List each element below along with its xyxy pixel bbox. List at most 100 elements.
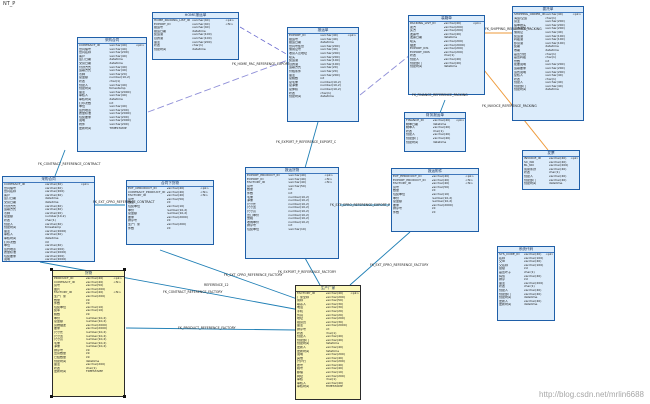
column-name: 总金额 xyxy=(54,320,64,324)
selection-handle-tr[interactable] xyxy=(123,268,126,271)
column-type: varchar(40) xyxy=(288,181,306,185)
column-name: 出口单价 xyxy=(247,213,260,217)
column-type: datetime xyxy=(443,36,458,40)
column-name: 状态 xyxy=(406,129,413,133)
column-key xyxy=(113,370,123,374)
column-name: 备注 xyxy=(54,363,61,367)
column-type: varchar(100) xyxy=(320,59,340,63)
column-type: varchar(40) xyxy=(523,274,542,278)
column-name: FACTORY_ID xyxy=(247,181,266,185)
column-type: varchar(200) xyxy=(545,66,565,70)
rel-line-contract-home[interactable] xyxy=(147,59,289,113)
column-name: 审核时间 xyxy=(4,236,17,240)
column-type: varchar(40) xyxy=(545,81,563,85)
table-title: 财务报运单 xyxy=(405,113,465,119)
column-name: 总体积 xyxy=(289,87,299,91)
column-type: datetime xyxy=(44,200,59,204)
column-type: int xyxy=(320,77,325,81)
column-type: varchar(40) xyxy=(109,54,127,58)
rel-line-contract-contract[interactable] xyxy=(54,149,66,177)
corner-label: NT_P xyxy=(3,1,16,7)
column-key xyxy=(545,303,553,307)
column-type: varchar(40) xyxy=(109,94,127,98)
column-type: varchar(40) xyxy=(545,30,563,34)
selection-handle-tl[interactable] xyxy=(50,268,53,271)
column-key: <pk> xyxy=(350,292,359,295)
column-type: datetime xyxy=(192,47,206,51)
rel-line-eproext-factory[interactable] xyxy=(349,231,411,286)
rel-line-eproduct-export[interactable] xyxy=(304,121,319,169)
column-name: 更新人 xyxy=(297,345,307,349)
column-type: number(10,2) xyxy=(85,334,107,338)
selection-handle-bl[interactable] xyxy=(50,395,53,398)
column-name: 更新人 xyxy=(499,299,509,303)
rel-line-home-export[interactable] xyxy=(239,26,289,56)
column-type: int xyxy=(523,278,528,282)
table-invoice[interactable]: 发票INVOICE_IDvarchar(40)<pk>SC_NOvarchar(… xyxy=(522,150,580,190)
column-type: varchar(200) xyxy=(545,70,565,74)
column-type: varchar(200) xyxy=(320,55,340,59)
relationship-label: FK_INVOICE_REFERENCE_PACKING xyxy=(482,104,537,108)
table-sys-code[interactable]: 系统代码SYS_CODE_IDvarchar(40)<pk>名称varchar(… xyxy=(497,246,555,321)
column-type: varchar(40) xyxy=(166,187,185,190)
column-name: 已结数量 xyxy=(54,356,67,360)
column-type: number(10,2) xyxy=(288,195,310,199)
column-type: varchar(200) xyxy=(443,47,464,51)
column-name: 付款方式 xyxy=(79,65,92,69)
rel-line-product-factory[interactable] xyxy=(125,327,297,331)
column-key: <pk> xyxy=(113,277,123,280)
column-type: int xyxy=(85,312,90,316)
table-title: 采购合同 xyxy=(78,38,146,44)
table-title: 发票 xyxy=(523,151,579,157)
column-type: varchar(200) xyxy=(109,115,129,119)
rel-line-export-packing[interactable] xyxy=(359,54,411,96)
rel-line-cproduct-factory[interactable] xyxy=(159,249,301,301)
column-type: datetime xyxy=(443,65,458,69)
column-type: int xyxy=(85,302,90,306)
column-name: 审核人 xyxy=(79,94,89,98)
column-name: 尺寸宽 xyxy=(54,334,64,338)
column-name: 审核人 xyxy=(4,233,14,237)
column-type: varchar(40) xyxy=(44,233,63,237)
column-name: 创建部门 xyxy=(410,61,423,65)
selection-handle-br[interactable] xyxy=(123,395,126,398)
column-type: number(10,2) xyxy=(288,220,310,224)
rel-line-eproduct-factory[interactable] xyxy=(304,257,321,286)
column-name: 更新时间 xyxy=(79,126,92,130)
column-type: datetime xyxy=(432,140,447,144)
column-name: 名称 xyxy=(499,256,506,260)
